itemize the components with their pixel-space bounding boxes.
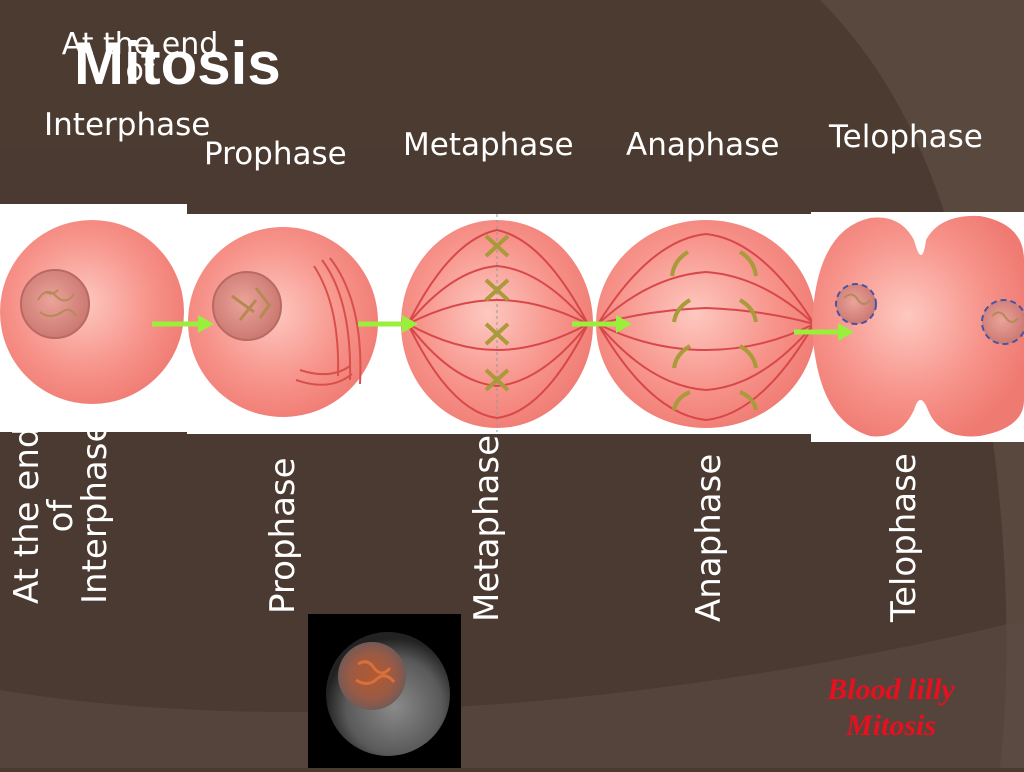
telophase-cell xyxy=(812,215,1024,437)
top-label-anaphase: Anaphase xyxy=(626,127,780,163)
vertical-label-anaphase: Anaphase xyxy=(689,453,729,622)
interphase-cell xyxy=(0,220,184,404)
overlap-label-line2: of xyxy=(125,53,155,88)
arrow-interphase-prophase xyxy=(152,315,214,333)
metaphase-cell xyxy=(401,214,593,432)
arrow-prophase-metaphase xyxy=(358,315,418,333)
anaphase-cell xyxy=(596,220,816,428)
arrow-anaphase-telophase xyxy=(794,323,854,341)
vertical-label-interphase: At the end of Interphase xyxy=(7,421,115,604)
credit-caption: Blood lilly Mitosis xyxy=(806,672,976,744)
credit-line2: Mitosis xyxy=(845,709,937,742)
overlap-label: At the end of xyxy=(40,30,240,86)
vertical-label-telophase: Telophase xyxy=(884,453,924,622)
top-label-interphase: Interphase xyxy=(44,107,211,143)
vertical-label-metaphase: Metaphase xyxy=(467,434,507,622)
blood-lily-micrograph xyxy=(308,614,461,768)
mitosis-stages-illustration xyxy=(0,214,1024,437)
vertical-label-interphase-line3: Interphase xyxy=(75,421,115,604)
top-label-metaphase: Metaphase xyxy=(403,127,574,163)
top-label-telophase: Telophase xyxy=(829,119,983,155)
prophase-cell xyxy=(188,227,378,417)
vertical-label-prophase: Prophase xyxy=(263,457,303,614)
credit-line1: Blood lilly xyxy=(827,673,955,706)
slide-title: Mitosis xyxy=(74,30,281,97)
top-label-prophase: Prophase xyxy=(204,136,347,172)
arrow-metaphase-anaphase xyxy=(572,315,632,333)
vertical-label-interphase-line2: of xyxy=(41,499,81,533)
overlap-label-line1: At the end xyxy=(61,27,219,62)
vertical-label-interphase-line1: At the end xyxy=(7,426,47,604)
